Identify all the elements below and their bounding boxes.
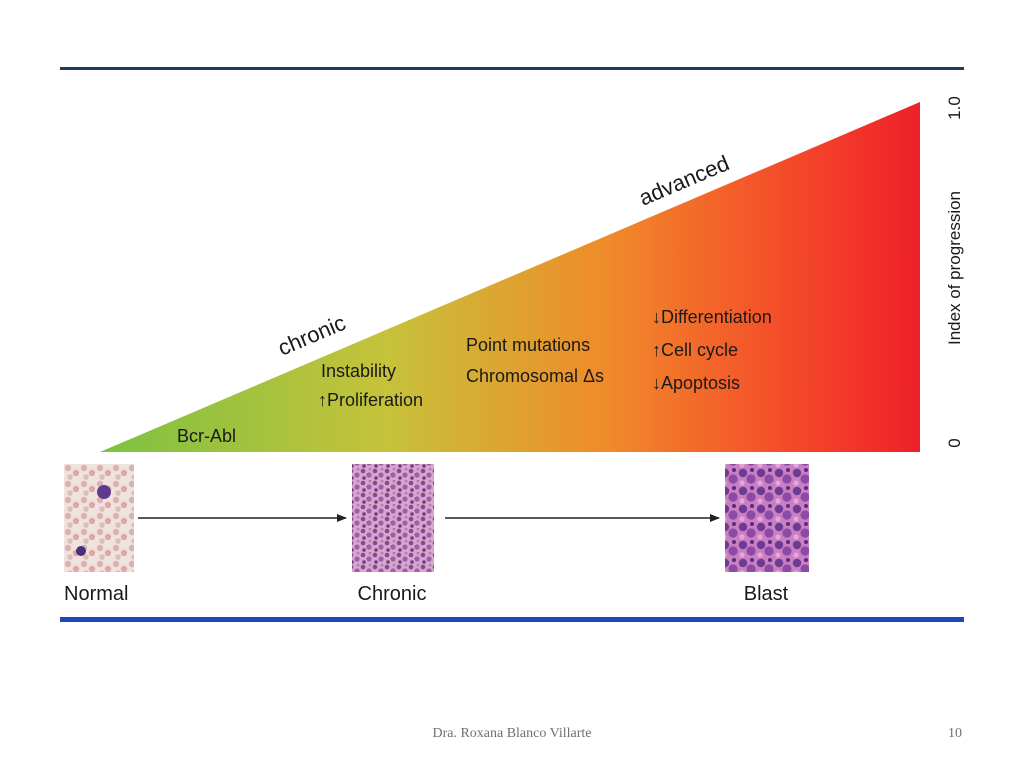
chronic-phase-micrograph	[352, 464, 434, 572]
feature-bcr-abl: Bcr-Abl	[177, 426, 236, 446]
feature-proliferation: ↑Proliferation	[318, 390, 423, 410]
footer-author: Dra. Roxana Blanco Villarte	[432, 726, 592, 741]
normal-blood-smear-image	[64, 464, 134, 572]
axis-title: Index of progression	[945, 191, 964, 345]
stage-label-normal: Normal	[64, 583, 128, 605]
feature-point-mutations: Point mutations	[466, 335, 590, 355]
leukocyte-cell	[97, 485, 111, 499]
stage-label-blast: Blast	[744, 583, 789, 605]
progression-triangle	[100, 102, 920, 452]
feature-cell-cycle: ↑Cell cycle	[652, 340, 738, 360]
axis-max-label: 1.0	[945, 96, 964, 120]
feature-chromosomal: Chromosomal Δs	[466, 366, 604, 386]
leukocyte-cell	[76, 546, 86, 556]
axis-min-label: 0	[945, 438, 964, 447]
blast-phase-micrograph	[725, 464, 809, 572]
stage-label-chronic: Chronic	[358, 583, 427, 605]
feature-differentiation: ↓Differentiation	[652, 307, 772, 327]
page-number: 10	[948, 726, 962, 741]
bottom-divider	[60, 617, 964, 622]
top-divider	[60, 67, 964, 70]
feature-apoptosis: ↓Apoptosis	[652, 373, 740, 393]
feature-instability: Instability	[321, 361, 396, 381]
